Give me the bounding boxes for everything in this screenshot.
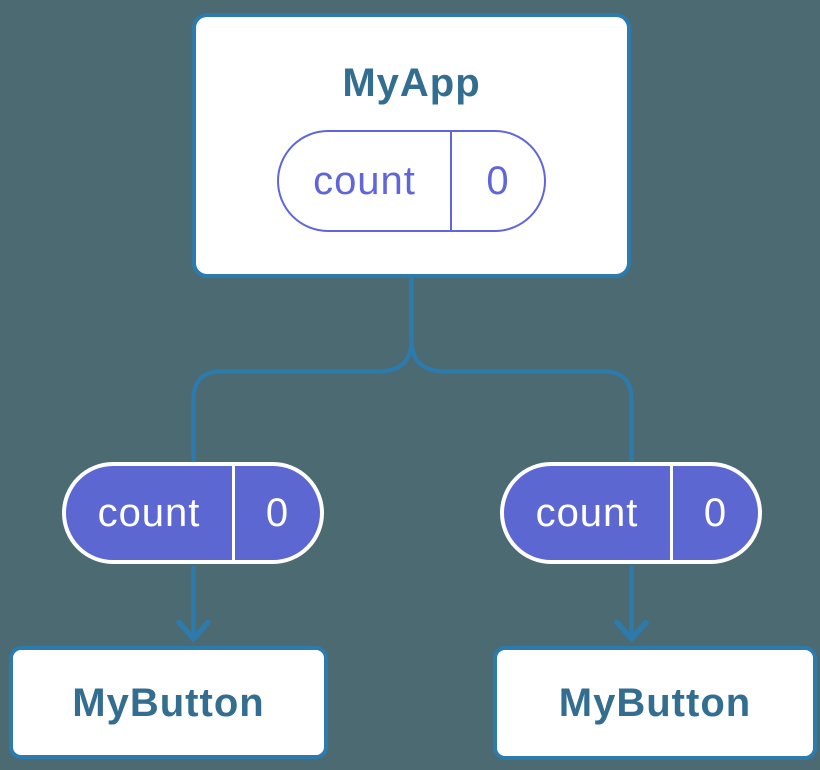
component-node-mybutton-left: MyButton [9,646,328,759]
node-title: MyApp [342,61,481,105]
prop-pill-value: 0 [232,466,320,560]
connector-branch-left [191,274,414,463]
state-pill: count 0 [277,130,546,232]
state-pill-name: count [313,159,416,203]
prop-pill-name: count [97,491,201,535]
node-title: MyButton [72,680,265,725]
component-node-myapp: MyApp count 0 [192,13,631,278]
connector-branch-right [409,274,634,463]
prop-pill-value: 0 [670,466,758,560]
prop-pill-name: count [535,491,639,535]
prop-pill-left: count 0 [62,462,324,564]
state-pill-value: 0 [450,132,544,230]
arrow-left-head-icon [176,619,211,643]
node-title: MyButton [558,681,752,725]
arrow-right-head-icon [614,619,649,643]
component-node-mybutton-right: MyButton [493,646,817,760]
prop-pill-right: count 0 [500,462,762,564]
